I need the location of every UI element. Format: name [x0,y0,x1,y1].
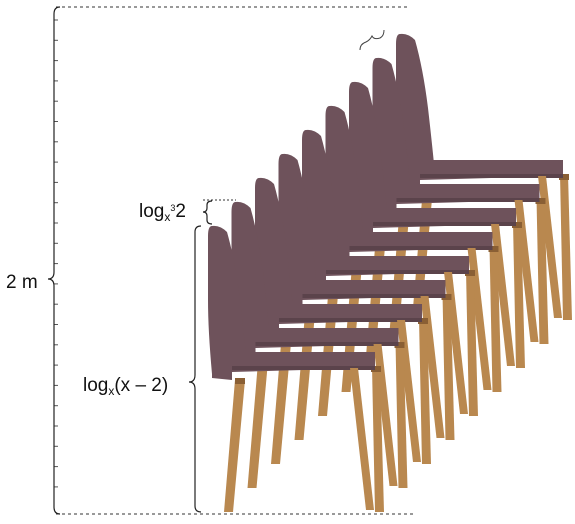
chair-front-leg [247,356,269,488]
step-log-superscript: 3 [170,203,176,213]
chair-seat-edge [279,318,422,322]
total-height-label: 2 m [6,272,38,293]
chair-back-leg-joint [418,318,428,324]
chair-seat-edge [349,246,493,250]
chair-back-leg [489,246,502,392]
chair-seat-edge [420,174,563,178]
chair-back-leg-joint [535,198,546,204]
top-step-brace [359,29,385,51]
chair-front-leg [318,284,339,416]
chair-front-leg-joint [235,378,245,384]
chair-seat-edge [232,366,375,370]
stack-step-brace [202,200,213,225]
chair-back-leg [419,318,431,464]
chair-back-leg [442,294,455,440]
chair-backrest [208,225,246,374]
chair-height-brace [188,225,202,513]
chair-front-leg [271,332,292,464]
chair-back-leg [536,198,549,344]
chair-height-label: logx(x – 2) [83,376,168,397]
chair-back-leg-joint [465,270,475,276]
chair-front-leg [224,380,245,512]
chair-back-leg-joint [488,246,499,252]
chair-mid-leg [350,368,374,510]
chair-back-leg-joint [512,222,522,228]
chair [208,225,384,512]
chair-back-leg [560,174,572,320]
base-log-text: log [83,375,109,396]
chair-back-leg-joint [441,294,452,300]
chair-back-leg-joint [394,342,405,348]
step-log-subscript: x [164,210,171,224]
chair-seat-edge [373,222,516,226]
chair-back-leg-joint [559,174,569,180]
chair-stack [208,33,572,512]
chair-back-leg [466,270,478,416]
height-ruler [54,19,58,488]
stack-step-label: logx32 [139,202,186,223]
base-log-argument: (x – 2) [114,375,169,396]
chair-back-leg [372,366,384,512]
chair-back-leg-joint [371,366,381,372]
base-log-subscript: x [108,384,115,398]
chair-front-leg [294,308,316,440]
step-log-argument: 2 [175,201,186,222]
chair-seat-edge [255,342,399,346]
chair-back-leg [395,342,408,488]
chair-back-leg [513,222,525,368]
step-log-text: log [139,201,165,222]
chair-seat-edge [326,270,469,274]
chair-seat-edge [396,198,540,202]
chair-seat-edge [302,294,446,298]
total-height-brace [47,6,61,515]
